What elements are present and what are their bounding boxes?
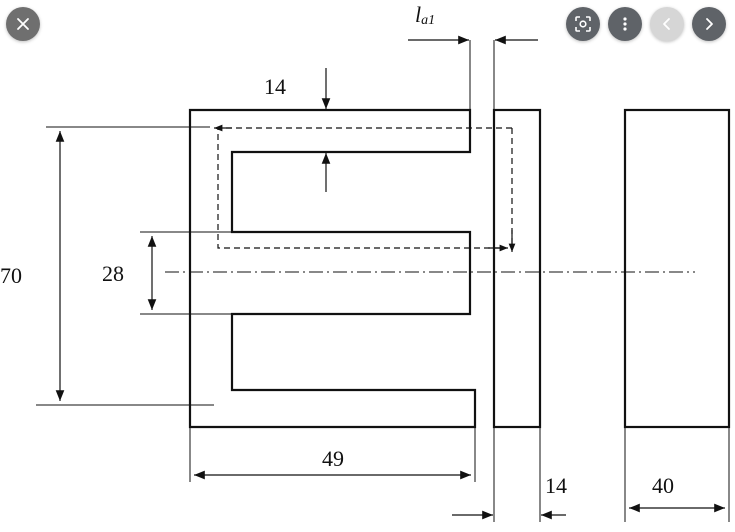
more-options-button[interactable] bbox=[608, 7, 642, 41]
chevron-left-icon bbox=[663, 18, 670, 30]
flux-path bbox=[217, 127, 513, 249]
i-bar bbox=[492, 108, 542, 429]
block-dim-label: 40 bbox=[652, 473, 674, 498]
lens-button[interactable] bbox=[566, 7, 600, 41]
center-dim-label: 28 bbox=[102, 261, 124, 286]
close-button[interactable] bbox=[6, 7, 40, 41]
right-block bbox=[623, 108, 731, 429]
height-dim-label: 70 bbox=[0, 263, 22, 288]
e-core-shape bbox=[188, 108, 477, 429]
next-button[interactable] bbox=[692, 7, 726, 41]
bar-dim-label: 14 bbox=[545, 473, 567, 498]
close-icon bbox=[17, 18, 29, 30]
gap-dim-label: la1 bbox=[415, 2, 435, 28]
more-vert-icon bbox=[623, 17, 627, 31]
width-dim-label: 49 bbox=[322, 446, 344, 471]
previous-button[interactable] bbox=[650, 7, 684, 41]
lens-icon bbox=[575, 16, 591, 32]
tooth-dim-label: 14 bbox=[264, 74, 286, 99]
chevron-right-icon bbox=[706, 18, 713, 30]
